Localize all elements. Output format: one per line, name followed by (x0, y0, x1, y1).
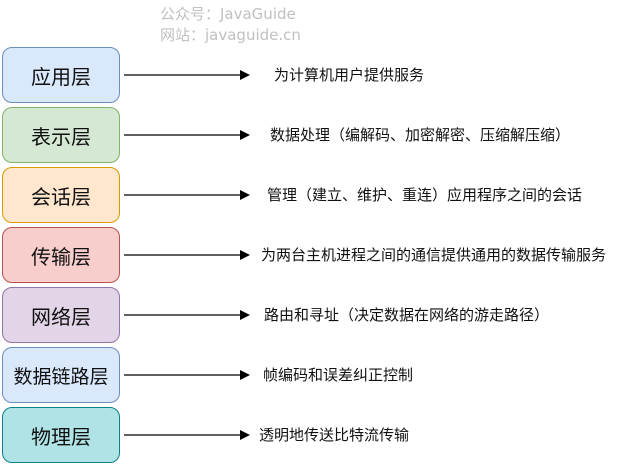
arrow-right-icon (124, 309, 250, 321)
layer-application: 应用层 (2, 47, 120, 103)
arrow-right-icon (124, 249, 250, 261)
layer-row-presentation: 表示层 数据处理（编解码、加密解密、压缩解压缩） (0, 107, 631, 167)
watermark-wechat: 公众号：JavaGuide (160, 5, 296, 23)
layer-description-session: 管理（建立、维护、重连）应用程序之间的会话 (267, 186, 583, 204)
layer-row-physical: 物理层 透明地传送比特流传输 (0, 407, 631, 467)
arrow-right-icon (124, 369, 250, 381)
layer-description-transport: 为两台主机进程之间的通信提供通用的数据传输服务 (261, 246, 607, 264)
layer-session: 会话层 (2, 167, 120, 223)
layer-description-physical: 透明地传送比特流传输 (259, 426, 410, 444)
layer-description-network: 路由和寻址（决定数据在网络的游走路径） (264, 306, 550, 324)
layer-data-link: 数据链路层 (2, 347, 120, 403)
arrow-right-icon (124, 189, 250, 201)
watermark-website: 网站：javaguide.cn (160, 26, 301, 44)
layer-transport: 传输层 (2, 227, 120, 283)
layer-physical: 物理层 (2, 407, 120, 463)
arrow-right-icon (124, 69, 250, 81)
arrow-right-icon (124, 129, 250, 141)
layer-row-session: 会话层 管理（建立、维护、重连）应用程序之间的会话 (0, 167, 631, 227)
layer-row-transport: 传输层 为两台主机进程之间的通信提供通用的数据传输服务 (0, 227, 631, 287)
layer-presentation: 表示层 (2, 107, 120, 163)
arrow-right-icon (124, 429, 250, 441)
layer-row-application: 应用层 为计算机用户提供服务 (0, 47, 631, 107)
watermark: 公众号：JavaGuide 网站：javaguide.cn (160, 4, 301, 46)
layer-network: 网络层 (2, 287, 120, 343)
layer-description-data-link: 帧编码和误差纠正控制 (263, 366, 414, 384)
layer-row-network: 网络层 路由和寻址（决定数据在网络的游走路径） (0, 287, 631, 347)
layer-description-presentation: 数据处理（编解码、加密解密、压缩解压缩） (270, 126, 571, 144)
layer-row-data-link: 数据链路层 帧编码和误差纠正控制 (0, 347, 631, 407)
layer-description-application: 为计算机用户提供服务 (274, 66, 425, 84)
